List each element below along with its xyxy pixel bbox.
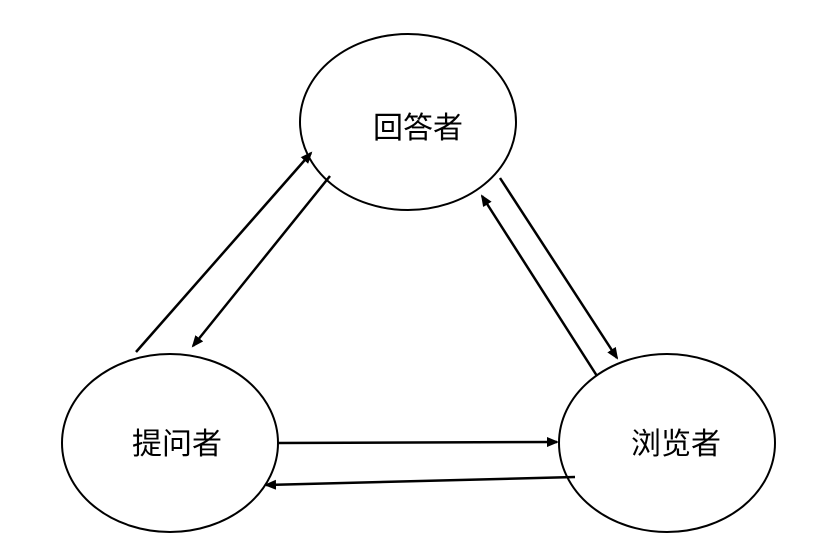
edge-asker-to-browser: [277, 437, 559, 448]
node-answerer-label: 回答者: [373, 111, 463, 146]
node-browser-ellipse: [558, 353, 776, 533]
edge-browser-to-answerer: [480, 194, 599, 377]
node-browser-label: 浏览者: [631, 427, 721, 462]
node-answerer-ellipse: [299, 33, 517, 211]
edge-asker-to-answerer: [135, 151, 313, 353]
edge-answerer-to-browser: [498, 177, 619, 360]
node-browser: 浏览者: [558, 353, 776, 533]
edge-answerer-to-asker: [191, 175, 331, 348]
node-asker: 提问者: [61, 353, 279, 533]
edge-browser-to-asker: [264, 475, 576, 490]
node-asker-label: 提问者: [132, 427, 222, 462]
node-answerer: 回答者: [299, 33, 517, 211]
